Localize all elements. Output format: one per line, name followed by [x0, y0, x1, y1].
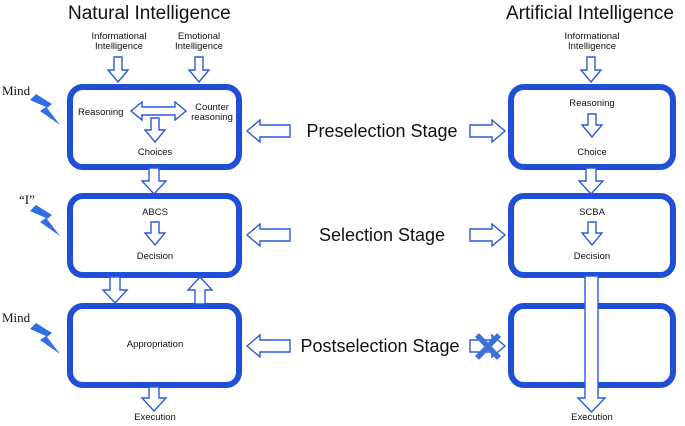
artificial-decision-label: Decision — [573, 251, 611, 262]
artificial-execution-label: Execution — [571, 412, 613, 423]
counter-reasoning-label: Counter reasoning — [191, 102, 233, 123]
reasoning-counter-double-arrow — [129, 100, 188, 122]
natural-intelligence-heading: Natural Intelligence — [68, 3, 231, 24]
to-choice-arrow — [580, 113, 604, 139]
natural-postselection-box — [67, 303, 242, 388]
postselection-stage-label: Postselection Stage — [300, 336, 460, 356]
artificial-preselection-box — [508, 84, 676, 170]
artificial-execution-long-arrow — [576, 275, 607, 414]
artificial-intelligence-heading: Artificial Intelligence — [506, 3, 674, 24]
artificial-input-arrow — [579, 56, 603, 84]
artificial-selection-box — [508, 193, 676, 278]
cross-icon — [475, 333, 501, 360]
postselection-left-arrow — [245, 333, 291, 359]
selection-left-arrow — [245, 222, 291, 248]
abcs-label: ABCS — [142, 207, 168, 218]
i-label: “I” — [19, 192, 35, 207]
informational-intelligence-label: Informational Intelligence — [91, 31, 147, 52]
to-choices-arrow — [143, 117, 167, 144]
abcs-to-decision-arrow — [143, 221, 167, 247]
selection-right-arrow — [469, 222, 507, 248]
artificial-choice-label: Choice — [577, 147, 607, 158]
natural-preselection-box — [67, 84, 242, 170]
mind-label-top: Mind — [2, 83, 31, 98]
emotional-intelligence-label: Emotional Intelligence — [174, 31, 224, 52]
preselection-left-arrow — [245, 118, 291, 144]
natural-post-to-sel-arrow — [186, 275, 214, 305]
appropriation-label: Appropriation — [126, 339, 184, 350]
artificial-informational-intelligence-label: Informational Intelligence — [564, 31, 620, 52]
artificial-pre-to-sel-arrow — [577, 167, 605, 196]
selection-stage-label: Selection Stage — [318, 225, 446, 245]
scba-to-decision-arrow — [580, 221, 604, 247]
lightning-bolt-icon — [30, 323, 60, 354]
lightning-bolt-icon — [30, 94, 60, 125]
artificial-reasoning-label: Reasoning — [569, 98, 615, 109]
natural-execution-arrow — [140, 386, 168, 413]
choices-label: Choices — [137, 147, 173, 158]
natural-pre-to-sel-arrow — [140, 167, 168, 196]
natural-decision-label: Decision — [136, 251, 174, 262]
emotional-input-arrow — [187, 56, 211, 84]
informational-input-arrow — [106, 56, 130, 84]
preselection-stage-label: Preselection Stage — [306, 121, 458, 141]
natural-selection-box — [67, 193, 242, 278]
preselection-right-arrow — [469, 118, 507, 144]
mind-label-bottom: Mind — [2, 310, 31, 325]
natural-execution-label: Execution — [134, 412, 176, 423]
natural-sel-to-post-arrow — [101, 276, 129, 305]
scba-label: SCBA — [579, 207, 605, 218]
lightning-bolt-icon — [30, 205, 60, 236]
reasoning-label: Reasoning — [78, 107, 124, 118]
